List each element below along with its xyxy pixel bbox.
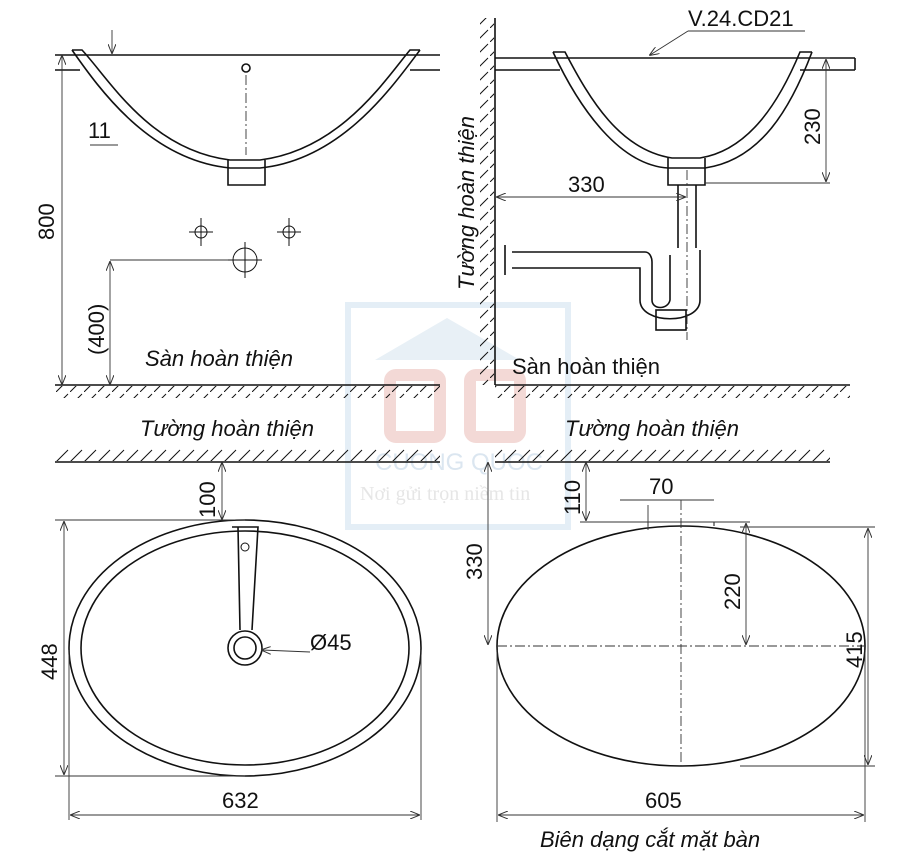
dim-220: 220 <box>720 573 745 610</box>
dim-415: 415 <box>842 631 867 668</box>
dim-330-cutout: 330 <box>462 543 487 580</box>
dim-11: 11 <box>88 118 111 143</box>
side-section-view: V.24.CD21 230 330 Tường hoàn thiện Sàn h… <box>454 6 856 398</box>
dim-400: (400) <box>84 304 109 355</box>
dim-230: 230 <box>800 108 825 145</box>
dim-800: 800 <box>34 203 59 240</box>
cutout-view: Tường hoàn thiện 70 110 330 220 415 605 … <box>462 416 875 852</box>
dim-diameter: Ø45 <box>310 630 352 655</box>
plan-view: Tường hoàn thiện Ø45 100 448 632 <box>37 416 440 820</box>
dim-100: 100 <box>195 481 220 518</box>
cutout-caption: Biên dạng cắt mặt bàn <box>540 827 760 852</box>
dim-448: 448 <box>37 643 62 680</box>
front-section-view: 800 11 (400) Sàn hoàn thiện <box>34 30 440 398</box>
dim-605: 605 <box>645 788 682 813</box>
dim-330: 330 <box>568 172 605 197</box>
drain-hole <box>228 242 262 278</box>
dim-110: 110 <box>560 480 585 515</box>
wall-label-left: Tường hoàn thiện <box>140 416 314 441</box>
dim-70: 70 <box>649 474 673 499</box>
faucet-hole-right <box>277 218 301 246</box>
watermark: CUONG QUOC Nơi gửi trọn niềm tin <box>345 302 571 530</box>
floor-label-left: Sàn hoàn thiện <box>145 346 293 371</box>
wall-label-right: Tường hoàn thiện <box>565 416 739 441</box>
wall-label-side: Tường hoàn thiện <box>454 116 479 290</box>
dim-632: 632 <box>222 788 259 813</box>
model-label: V.24.CD21 <box>688 6 794 31</box>
floor-label-right: Sàn hoàn thiện <box>512 354 660 379</box>
watermark-slogan: Nơi gửi trọn niềm tin <box>360 483 530 505</box>
faucet-hole-left <box>189 218 213 246</box>
